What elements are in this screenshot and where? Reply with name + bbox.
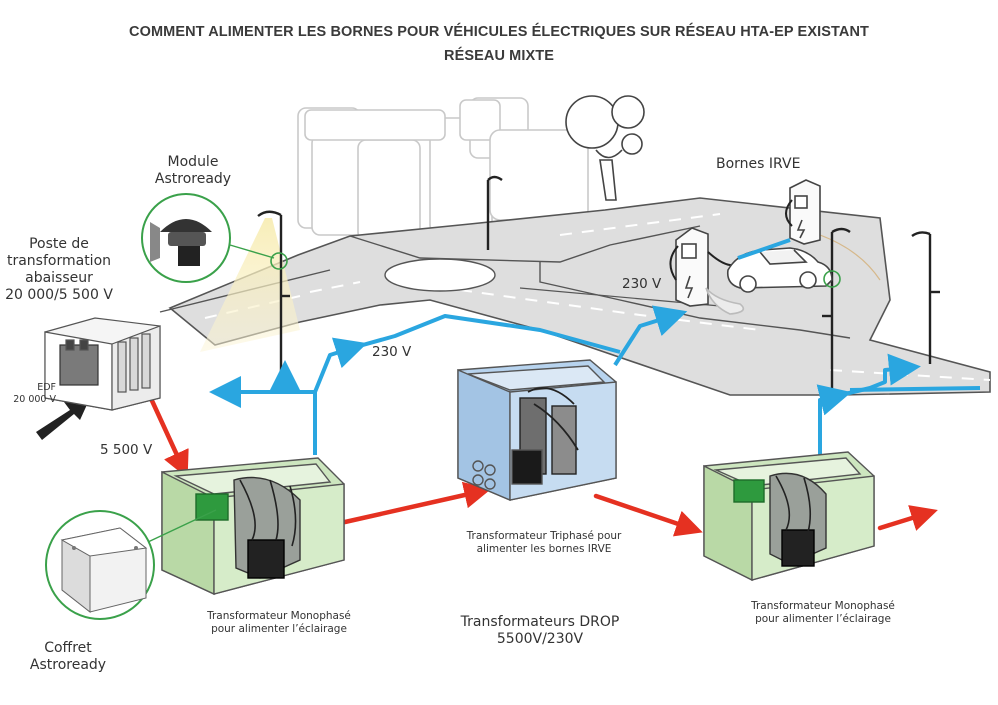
electric-car-icon: [705, 247, 833, 315]
mono-right-caption-line: pour alimenter l’éclairage: [755, 612, 891, 625]
tri-caption: Transformateur Triphasé pour alimenter l…: [444, 530, 644, 556]
drop-caption-line: 5500V/230V: [496, 631, 584, 648]
diagram-subtitle: RÉSEAU MIXTE: [444, 48, 554, 64]
lighting-transformer-pit-right: [703, 451, 875, 582]
tri-caption-line: Transformateur Triphasé pour: [466, 530, 622, 542]
drop-caption-line: Transformateurs DROP: [460, 614, 620, 630]
medium-voltage-lines: [145, 389, 938, 537]
lamp-light-beam: [200, 218, 300, 352]
edf-label-line: 20 000 V: [13, 393, 56, 405]
tri-caption-line: alimenter les bornes IRVE: [476, 542, 612, 555]
triphase-transformer-pit: [457, 359, 617, 502]
charging-station-icon: [785, 179, 821, 245]
bornes-label: Bornes IRVE: [716, 156, 801, 172]
street-lamp-icon: [822, 227, 851, 388]
road-network: [159, 197, 991, 396]
street-lamp-icon: [257, 210, 290, 372]
building-icon: [297, 97, 589, 241]
street-lamp-icon: [911, 231, 940, 364]
street-lamp-icon: [486, 175, 503, 250]
poste-label-line: abaisseur: [25, 270, 93, 287]
voltage-5500-label: 5 500 V: [100, 442, 153, 458]
poste-label-line: Poste de: [29, 236, 89, 252]
poste-label-line: transformation: [6, 253, 112, 270]
poste-label-line: 20 000/5 500 V: [5, 287, 113, 304]
mono-right-caption: Transformateur Monophasé pour alimenter …: [728, 600, 918, 626]
mono-left-caption-line: Transformateur Monophasé: [207, 610, 351, 622]
poste-label: Poste de transformation abaisseur 20 000…: [0, 236, 118, 304]
coffret-label-line: Coffret: [44, 640, 92, 656]
transformer-icon: [44, 317, 161, 411]
mono-left-caption: Transformateur Monophasé pour alimenter …: [184, 610, 374, 636]
coffret-label-line: Astroready: [29, 657, 107, 674]
lamp-callout-ring: [823, 270, 841, 288]
module-label-line: Astroready: [154, 171, 232, 188]
edf-supply-arrow: [36, 398, 90, 440]
tree-icon: [565, 95, 645, 201]
drop-caption: Transformateurs DROP 5500V/230V: [440, 614, 640, 648]
mono-right-caption-line: Transformateur Monophasé: [751, 600, 895, 612]
junction-box-icon: [45, 509, 217, 620]
module-label-line: Module: [167, 154, 219, 170]
edf-label: EDF 20 000 V: [0, 382, 56, 405]
coffret-label: Coffret Astroready: [18, 640, 118, 674]
voltage-230-right-label: 230 V: [622, 276, 662, 292]
diagram-title: COMMENT ALIMENTER LES BORNES POUR VÉHICU…: [129, 24, 869, 40]
astroready-module-icon: [141, 193, 288, 283]
mono-left-caption-line: pour alimenter l’éclairage: [211, 622, 347, 635]
module-label: Module Astroready: [148, 154, 238, 188]
low-voltage-lines: [209, 238, 981, 462]
lighting-transformer-pit-left: [161, 457, 345, 596]
voltage-230-left-label: 230 V: [372, 344, 412, 360]
edf-label-line: EDF: [37, 382, 56, 393]
